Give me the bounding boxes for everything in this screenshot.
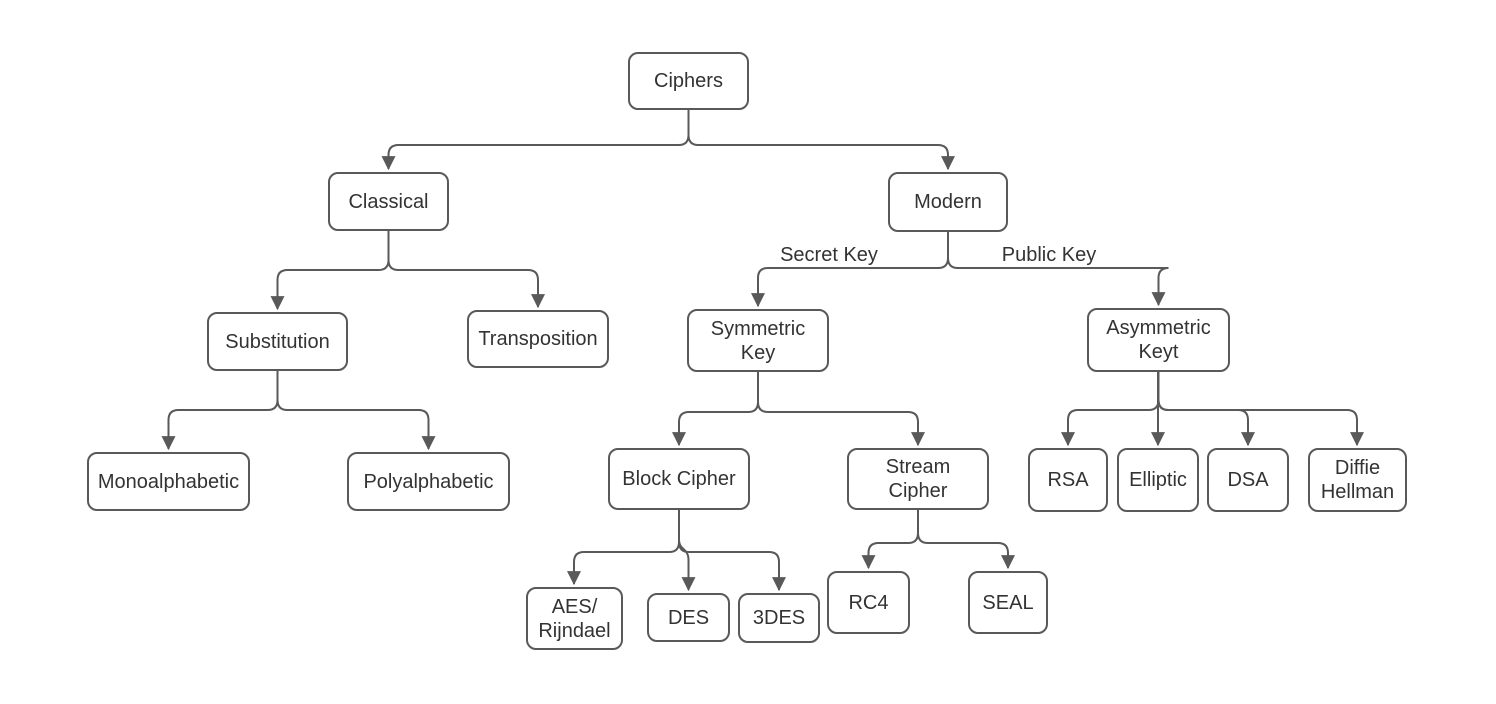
- node-diffie-hellman[interactable]: Diffie Hellman: [1308, 448, 1407, 512]
- edge-label-public-key[interactable]: Public Key: [989, 244, 1109, 266]
- node-monoalphabetic[interactable]: Monoalphabetic: [87, 452, 250, 511]
- edge-modern-asymmetric: [947, 232, 1169, 307]
- node-aes-rijndael[interactable]: AES/ Rijndael: [526, 587, 623, 650]
- node-modern[interactable]: Modern: [888, 172, 1008, 232]
- edge-substitution-polyalphabetic: [276, 371, 436, 451]
- edge-stream-rc4: [861, 510, 919, 570]
- node-des[interactable]: DES: [647, 593, 730, 642]
- edge-label-secret-key[interactable]: Secret Key: [769, 244, 889, 266]
- edge-classical-transposition: [387, 231, 545, 309]
- edge-block-aes: [567, 510, 680, 586]
- node-stream-cipher[interactable]: Stream Cipher: [847, 448, 989, 510]
- edge-stream-seal: [917, 510, 1015, 570]
- node-block-cipher[interactable]: Block Cipher: [608, 448, 750, 510]
- edge-symmetric-stream: [757, 372, 925, 447]
- node-rsa[interactable]: RSA: [1028, 448, 1108, 512]
- edge-substitution-monoalphabetic: [161, 371, 279, 451]
- node-classical[interactable]: Classical: [328, 172, 449, 231]
- edge-symmetric-block: [672, 372, 759, 447]
- edge-classical-substitution: [270, 231, 390, 311]
- node-asymmetric-key[interactable]: Asymmetric Keyt: [1087, 308, 1230, 372]
- edge-ciphers-modern: [687, 110, 955, 171]
- node-ciphers[interactable]: Ciphers: [628, 52, 749, 110]
- edge-block-3des: [678, 510, 786, 592]
- node-rc4[interactable]: RC4: [827, 571, 910, 634]
- node-symmetric-key[interactable]: Symmetric Key: [687, 309, 829, 372]
- edge-modern-symmetric: [751, 232, 949, 308]
- node-dsa[interactable]: DSA: [1207, 448, 1289, 512]
- node-3des[interactable]: 3DES: [738, 593, 820, 643]
- node-transposition[interactable]: Transposition: [467, 310, 609, 368]
- edge-ciphers-classical: [381, 110, 690, 171]
- edge-asymmetric-dsa: [1157, 372, 1255, 447]
- node-seal[interactable]: SEAL: [968, 571, 1048, 634]
- node-substitution[interactable]: Substitution: [207, 312, 348, 371]
- edge-asymmetric-rsa: [1061, 372, 1160, 447]
- node-elliptic[interactable]: Elliptic: [1117, 448, 1199, 512]
- edge-asymmetric-diffie: [1157, 372, 1364, 447]
- node-polyalphabetic[interactable]: Polyalphabetic: [347, 452, 510, 511]
